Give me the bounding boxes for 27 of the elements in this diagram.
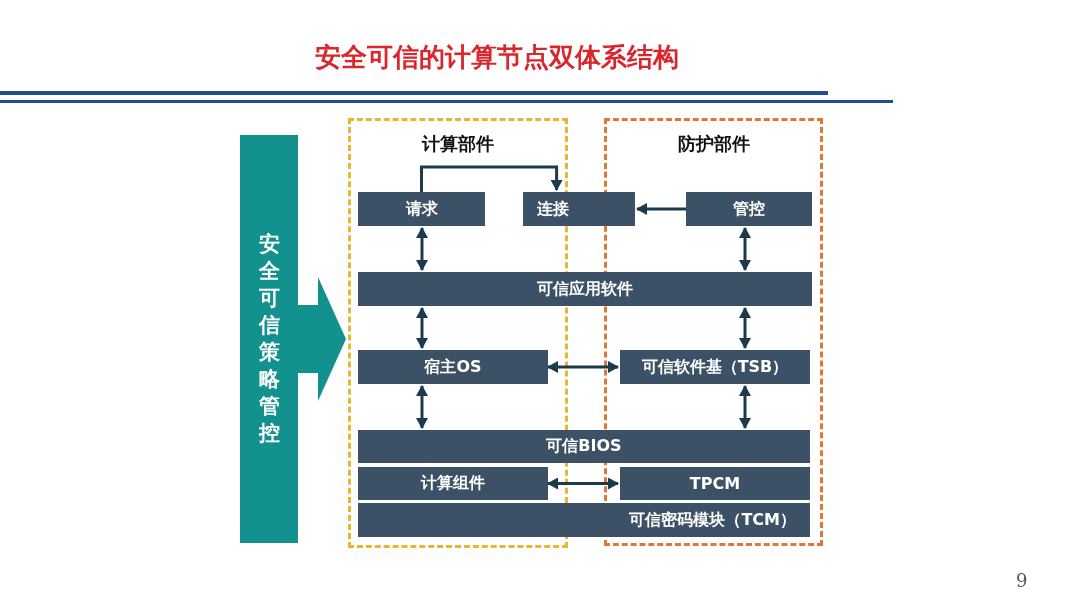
- layer-box: 可信应用软件: [358, 272, 812, 306]
- arrow: [739, 227, 751, 271]
- layer-box: 计算组件: [358, 467, 548, 500]
- arrow: [416, 227, 428, 271]
- title: 安全可信的计算节点双体系结构: [314, 41, 680, 74]
- layer-box: 请求: [358, 192, 485, 226]
- layer-box: 可信BIOS: [358, 430, 810, 463]
- layer-box: 可信软件基（TSB）: [620, 350, 810, 384]
- arrow: [298, 277, 346, 401]
- layer-box: 可信密码模块（TCM）: [358, 503, 810, 537]
- layer-box: 连接: [523, 192, 635, 226]
- arrow: [636, 203, 686, 215]
- page-number: 9: [1016, 570, 1028, 591]
- group-heading: 计算部件: [420, 132, 495, 156]
- arrow: [420, 165, 563, 192]
- arrow: [416, 385, 428, 429]
- layer-box: 宿主OS: [358, 350, 548, 384]
- layer-box: 管控: [686, 192, 812, 226]
- arrow: [416, 307, 428, 349]
- side-bar: [240, 135, 298, 543]
- vertical-label: 安全可信策略管控: [258, 231, 280, 447]
- arrow: [547, 361, 619, 373]
- arrow: [547, 477, 619, 490]
- group-heading: 防护部件: [676, 132, 751, 156]
- arrow: [739, 385, 751, 429]
- arrow: [739, 307, 751, 349]
- layer-box: TPCM: [620, 467, 810, 500]
